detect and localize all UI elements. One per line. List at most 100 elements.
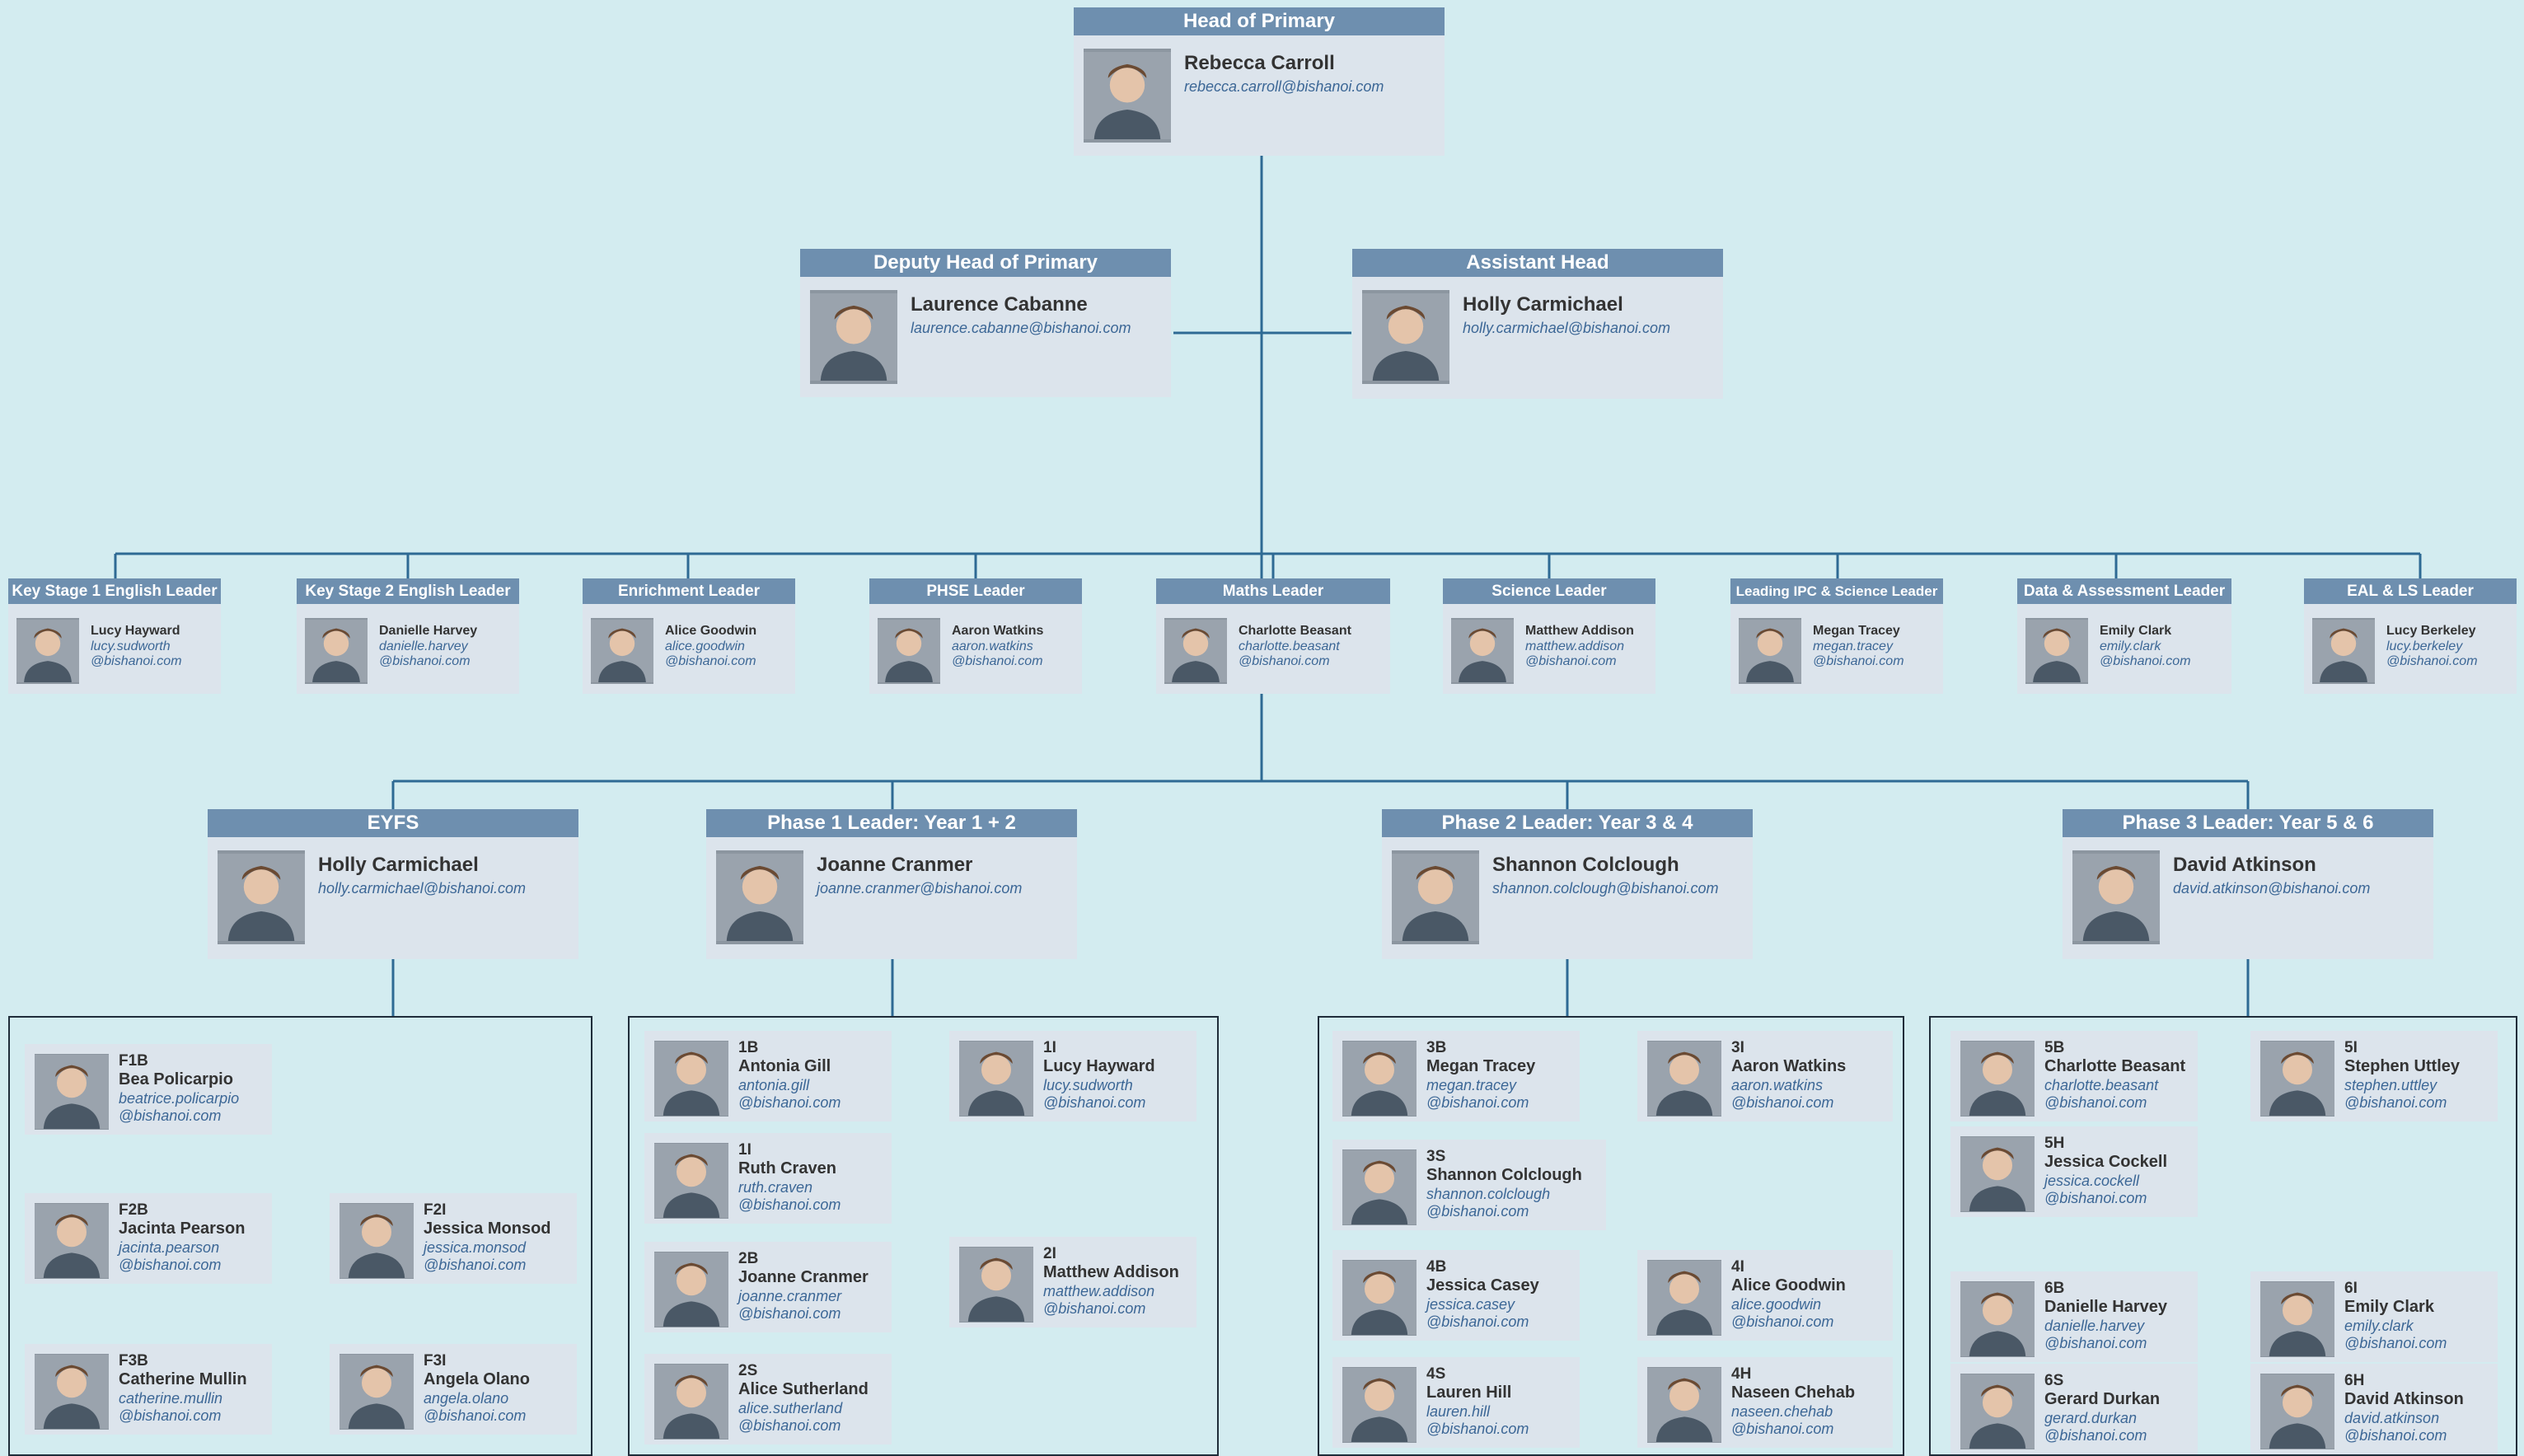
person-photo-icon	[1392, 850, 1479, 944]
class-teacher-avatar	[1960, 1041, 2035, 1117]
class-code: 5H	[2044, 1135, 2065, 1152]
phase-email[interactable]: joanne.cranmer@bishanoi.com	[817, 880, 1023, 897]
class-teacher-avatar	[1647, 1041, 1721, 1117]
phase-name: Holly Carmichael	[318, 854, 479, 876]
deputy-role-title: Deputy Head of Primary	[800, 249, 1171, 277]
person-photo-icon	[339, 1203, 414, 1279]
phase-avatar	[1392, 850, 1479, 944]
class-teacher-email[interactable]: jessica.cockell@bishanoi.com	[2044, 1173, 2147, 1206]
class-code: F2B	[119, 1201, 148, 1219]
class-teacher-avatar	[1960, 1374, 2035, 1449]
class-teacher-name: Jacinta Pearson	[119, 1220, 246, 1238]
team-box-phase-2: 3B Megan Tracey megan.tracey@bishanoi.co…	[1318, 1016, 1904, 1456]
leader-role-title: Enrichment Leader	[583, 578, 795, 604]
class-teacher-email[interactable]: alice.goodwin@bishanoi.com	[1731, 1296, 1834, 1330]
class-teacher-avatar	[35, 1354, 109, 1430]
class-teacher-name: Alice Sutherland	[738, 1380, 869, 1398]
leader-email[interactable]: lucy.berkeley@bishanoi.com	[2386, 639, 2478, 668]
class-teacher-email[interactable]: joanne.cranmer@bishanoi.com	[738, 1288, 842, 1322]
person-photo-icon	[959, 1247, 1033, 1323]
class-card: 2B Joanne Cranmer joanne.cranmer@bishano…	[644, 1242, 892, 1332]
phase-email[interactable]: holly.carmichael@bishanoi.com	[318, 880, 527, 897]
class-teacher-name: Antonia Gill	[738, 1057, 831, 1075]
team-box-phase-3: 5B Charlotte Beasant charlotte.beasant@b…	[1929, 1016, 2517, 1456]
leader-email[interactable]: alice.goodwin@bishanoi.com	[665, 639, 756, 668]
person-photo-icon	[810, 290, 897, 384]
class-code: 5I	[2344, 1039, 2358, 1056]
person-photo-icon	[1342, 1260, 1417, 1336]
class-teacher-email[interactable]: naseen.chehab@bishanoi.com	[1731, 1403, 1834, 1437]
class-teacher-email[interactable]: alice.sutherland@bishanoi.com	[738, 1400, 843, 1434]
leader-email[interactable]: aaron.watkins@bishanoi.com	[952, 639, 1043, 668]
assistant-avatar	[1362, 290, 1449, 384]
class-teacher-email[interactable]: catherine.mullin@bishanoi.com	[119, 1390, 223, 1424]
class-code: 3S	[1426, 1148, 1446, 1165]
class-teacher-email[interactable]: lucy.sudworth@bishanoi.com	[1043, 1077, 1146, 1111]
class-code: F3B	[119, 1352, 148, 1369]
leader-role-title: Leading IPC & Science Leader	[1730, 578, 1943, 604]
class-teacher-avatar	[654, 1143, 728, 1219]
class-teacher-email[interactable]: aaron.watkins@bishanoi.com	[1731, 1077, 1834, 1111]
assistant-email[interactable]: holly.carmichael@bishanoi.com	[1463, 320, 1671, 336]
class-teacher-email[interactable]: gerard.durkan@bishanoi.com	[2044, 1410, 2147, 1444]
head-avatar	[1084, 49, 1171, 143]
phase-email[interactable]: david.atkinson@bishanoi.com	[2173, 880, 2371, 897]
leader-name: Lucy Berkeley	[2386, 624, 2476, 638]
class-teacher-email[interactable]: jacinta.pearson@bishanoi.com	[119, 1239, 222, 1273]
leader-email[interactable]: lucy.sudworth@bishanoi.com	[91, 639, 182, 668]
phase-role-title: Phase 2 Leader: Year 3 & 4	[1382, 809, 1753, 837]
class-teacher-name: Joanne Cranmer	[738, 1268, 869, 1286]
class-teacher-avatar	[959, 1041, 1033, 1117]
leader-email[interactable]: megan.tracey@bishanoi.com	[1813, 639, 1904, 668]
class-teacher-email[interactable]: charlotte.beasant@bishanoi.com	[2044, 1077, 2159, 1111]
person-photo-icon	[716, 850, 803, 944]
class-teacher-email[interactable]: stephen.uttley@bishanoi.com	[2344, 1077, 2447, 1111]
class-teacher-email[interactable]: ruth.craven@bishanoi.com	[738, 1179, 841, 1213]
class-teacher-name: Gerard Durkan	[2044, 1390, 2161, 1408]
phase-role-title: Phase 3 Leader: Year 5 & 6	[2063, 809, 2433, 837]
class-code: 2I	[1043, 1245, 1056, 1262]
class-teacher-email[interactable]: jessica.monsod@bishanoi.com	[424, 1239, 527, 1273]
class-code: 1B	[738, 1039, 759, 1056]
leader-card: Enrichment Leader Alice Goodwin alice.go…	[583, 578, 795, 694]
class-code: 3I	[1731, 1039, 1744, 1056]
phase-name: Shannon Colclough	[1492, 854, 1679, 876]
person-photo-icon	[2025, 618, 2088, 684]
class-teacher-email[interactable]: danielle.harvey@bishanoi.com	[2044, 1318, 2147, 1351]
class-code: 1I	[738, 1141, 752, 1159]
class-teacher-email[interactable]: emily.clark@bishanoi.com	[2344, 1318, 2447, 1351]
phase-role-title: EYFS	[208, 809, 578, 837]
leader-avatar	[2025, 618, 2088, 684]
class-teacher-email[interactable]: angela.olano@bishanoi.com	[424, 1390, 527, 1424]
person-photo-icon	[1647, 1260, 1721, 1336]
person-photo-icon	[1342, 1367, 1417, 1443]
leader-email[interactable]: danielle.harvey@bishanoi.com	[379, 639, 471, 668]
class-teacher-email[interactable]: matthew.addison@bishanoi.com	[1043, 1283, 1155, 1317]
class-teacher-email[interactable]: antonia.gill@bishanoi.com	[738, 1077, 841, 1111]
head-email[interactable]: rebecca.carroll@bishanoi.com	[1184, 78, 1384, 95]
deputy-email[interactable]: laurence.cabanne@bishanoi.com	[911, 320, 1131, 336]
class-teacher-email[interactable]: lauren.hill@bishanoi.com	[1426, 1403, 1529, 1437]
class-teacher-name: Jessica Cockell	[2044, 1153, 2167, 1171]
leader-name: Danielle Harvey	[379, 624, 478, 638]
deputy-avatar	[810, 290, 897, 384]
person-photo-icon	[1342, 1149, 1417, 1225]
class-teacher-email[interactable]: jessica.casey@bishanoi.com	[1426, 1296, 1529, 1330]
class-card: 2S Alice Sutherland alice.sutherland@bis…	[644, 1354, 892, 1444]
class-teacher-email[interactable]: david.atkinson@bishanoi.com	[2344, 1410, 2447, 1444]
phase-avatar	[2072, 850, 2160, 944]
class-card: 1B Antonia Gill antonia.gill@bishanoi.co…	[644, 1031, 892, 1121]
class-card: F3B Catherine Mullin catherine.mullin@bi…	[25, 1344, 272, 1435]
person-photo-icon	[1451, 618, 1514, 684]
class-card: 5I Stephen Uttley stephen.uttley@bishano…	[2250, 1031, 2498, 1121]
leader-email[interactable]: emily.clark@bishanoi.com	[2100, 639, 2191, 668]
class-teacher-email[interactable]: shannon.colclough@bishanoi.com	[1426, 1186, 1551, 1220]
leader-email[interactable]: matthew.addison@bishanoi.com	[1525, 639, 1625, 668]
phase-email[interactable]: shannon.colclough@bishanoi.com	[1492, 880, 1719, 897]
leader-email[interactable]: charlotte.beasant@bishanoi.com	[1239, 639, 1340, 668]
class-teacher-avatar	[2260, 1281, 2334, 1357]
class-teacher-avatar	[1647, 1367, 1721, 1443]
class-teacher-email[interactable]: beatrice.policarpio@bishanoi.com	[119, 1090, 240, 1124]
class-teacher-email[interactable]: megan.tracey@bishanoi.com	[1426, 1077, 1529, 1111]
class-card: 6I Emily Clark emily.clark@bishanoi.com	[2250, 1271, 2498, 1362]
